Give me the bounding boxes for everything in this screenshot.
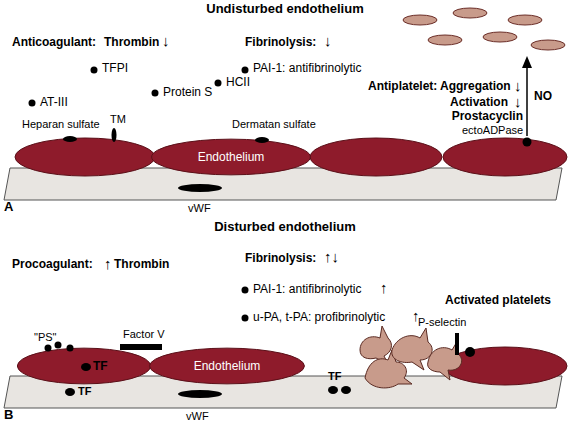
annotation-text: Antiplatelet: (368, 80, 437, 94)
annotation-text: Factor V (123, 328, 165, 341)
cell-label: TF (93, 359, 108, 373)
annotation-text: Procoagulant: (12, 258, 93, 272)
annotation-text: vWF (188, 202, 211, 215)
bullet (215, 80, 222, 87)
platelet (531, 40, 565, 50)
annotation-text: Fibrinolysis: (245, 252, 316, 266)
cell-shape (17, 348, 150, 384)
tm-marker (112, 128, 117, 142)
annotation-text: Anticoagulant: (12, 36, 96, 50)
platelet (483, 32, 517, 42)
annotation-text: AT-III (40, 96, 68, 110)
endothelial-cell (15, 138, 155, 176)
tf-marker (81, 363, 91, 371)
platelet (453, 8, 487, 18)
ps-marker (67, 345, 74, 352)
annotation-text: TF (328, 370, 341, 383)
annotation-text: Undisturbed endothelium (206, 2, 363, 17)
bullet (242, 315, 249, 322)
tf-marker (65, 388, 75, 396)
dermatan-marker (255, 137, 269, 143)
bullet (242, 287, 249, 294)
annotation-text: u-PA, t-PA: profibrinolytic (253, 311, 385, 325)
annotation-text: Fibrinolysis: (245, 36, 316, 50)
tf-marker (328, 386, 338, 394)
arrow-head (522, 56, 532, 68)
bullet (242, 67, 249, 74)
platelet (428, 35, 462, 45)
cell-shape (150, 348, 305, 384)
activated-platelet (360, 326, 391, 364)
p-selectin-marker (455, 333, 459, 355)
annotation-text: ↓ (514, 93, 522, 110)
annotation-text: ↓ (514, 77, 522, 94)
annotation-text: vWF (186, 410, 209, 423)
ps-marker (45, 345, 52, 352)
annotation-text: Dermatan sulfate (232, 118, 316, 131)
vwf-marker (178, 390, 222, 398)
annotation-text: PAI-1: antifibrinolytic (253, 62, 362, 76)
annotation-text: Activation (450, 96, 508, 110)
bullet (29, 100, 36, 107)
annotation-text: A (4, 200, 13, 215)
endothelial-cell: Endothelium (150, 138, 312, 176)
release-arrow (526, 66, 528, 136)
annotation-text: TF (78, 385, 91, 398)
annotation-text: Disturbed endothelium (214, 220, 356, 235)
annotation-text: ↑ (380, 279, 388, 296)
annotation-text: ectoADPase (462, 124, 523, 137)
annotation-text: Protein S (163, 86, 212, 100)
factor-v-marker (120, 344, 162, 350)
annotation-text: TM (110, 113, 126, 126)
annotation-text: ↑↓ (324, 248, 339, 265)
annotation-text: HCII (226, 76, 250, 90)
annotation-text: Thrombin (104, 36, 159, 50)
tf-marker (341, 386, 351, 394)
annotation-text: B (4, 408, 13, 423)
annotation-text: Aggregation (440, 80, 511, 94)
annotation-text: Prostacyclin (452, 110, 523, 124)
annotation-text: ↓ (324, 32, 332, 49)
cell-label: Endothelium (194, 359, 261, 373)
platelet (403, 15, 437, 25)
activated-platelet (392, 328, 432, 370)
cell-label: Endothelium (198, 150, 265, 164)
bullet (152, 90, 159, 97)
annotation-text: Heparan sulfate (22, 118, 100, 131)
bullet (91, 67, 98, 74)
annotation-text: NO (534, 90, 552, 104)
annotation-text: TFPI (102, 62, 128, 76)
cell-shape (152, 139, 311, 175)
endothelial-cell (443, 347, 567, 385)
annotation-text: "PS" (34, 331, 56, 344)
annotation-text: ↓ (162, 32, 170, 49)
receptor-marker (465, 347, 475, 357)
annotation-text: PAI-1: antifibrinolytic (253, 283, 362, 297)
platelet (508, 15, 542, 25)
endothelial-cell (310, 138, 442, 176)
annotation-text: P-selectin (418, 316, 466, 329)
annotation-text: Thrombin (114, 258, 169, 272)
annotation-text: Activated platelets (445, 294, 551, 308)
heparan-marker (63, 136, 77, 142)
endothelial-cell: Endothelium (148, 347, 306, 385)
annotation-text: ↑ (104, 255, 112, 272)
endothelial-cell (443, 138, 567, 176)
ectoadpase-marker (523, 138, 532, 147)
vwf-marker (178, 184, 222, 192)
